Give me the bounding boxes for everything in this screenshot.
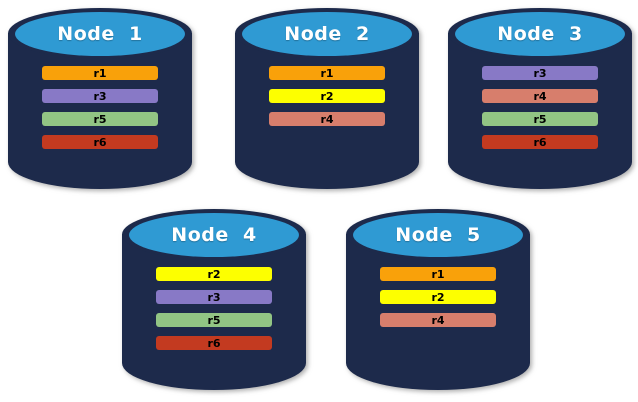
cylinder-body: [8, 33, 192, 189]
replica-label: r1: [93, 66, 107, 80]
replica-bar: r1: [42, 66, 158, 80]
replica-list: r3 r4 r5 r6: [448, 66, 632, 149]
replica-bar: r5: [156, 313, 272, 327]
replica-label: r6: [207, 336, 221, 350]
replica-label: r2: [320, 89, 334, 103]
db-node: Node 2 r1 r2 r4: [235, 8, 419, 189]
replica-label: r6: [533, 135, 547, 149]
cylinder-body: [448, 33, 632, 189]
db-node: Node 5 r1 r2 r4: [346, 209, 530, 390]
replica-label: r3: [207, 290, 221, 304]
replica-bar: r1: [269, 66, 385, 80]
replica-bar: r2: [156, 267, 272, 281]
replica-bar: r5: [42, 112, 158, 126]
replica-label: r1: [431, 267, 445, 281]
cylinder-top: Node 5: [353, 213, 523, 257]
replica-bar: r1: [380, 267, 496, 281]
cylinder-body: [235, 33, 419, 189]
db-node: Node 3 r3 r4 r5 r6: [448, 8, 632, 189]
replica-bar: r6: [156, 336, 272, 350]
cylinder-top: Node 4: [129, 213, 299, 257]
replica-bar: r3: [482, 66, 598, 80]
replica-label: r5: [533, 112, 547, 126]
replica-bar: r6: [482, 135, 598, 149]
replica-list: r1 r3 r5 r6: [8, 66, 192, 149]
node-label: Node 2: [284, 23, 370, 45]
db-node: Node 1 r1 r3 r5 r6: [8, 8, 192, 189]
replica-label: r5: [93, 112, 107, 126]
db-node: Node 4 r2 r3 r5 r6: [122, 209, 306, 390]
replica-list: r2 r3 r5 r6: [122, 267, 306, 350]
node-label: Node 5: [395, 224, 481, 246]
node-label: Node 1: [57, 23, 143, 45]
replica-label: r2: [207, 267, 221, 281]
replica-label: r1: [320, 66, 334, 80]
replica-label: r6: [93, 135, 107, 149]
cylinder-body: [122, 234, 306, 390]
replica-bar: r5: [482, 112, 598, 126]
replica-list: r1 r2 r4: [235, 66, 419, 126]
replica-label: r4: [533, 89, 547, 103]
replica-bar: r4: [380, 313, 496, 327]
replica-label: r3: [93, 89, 107, 103]
cylinder-top: Node 1: [15, 12, 185, 56]
replica-bar: r3: [42, 89, 158, 103]
cylinder-top: Node 2: [242, 12, 412, 56]
cylinder-body: [346, 234, 530, 390]
replica-label: r2: [431, 290, 445, 304]
replica-bar: r2: [269, 89, 385, 103]
node-label: Node 3: [497, 23, 583, 45]
replica-bar: r4: [482, 89, 598, 103]
replica-list: r1 r2 r4: [346, 267, 530, 327]
replica-bar: r2: [380, 290, 496, 304]
replica-bar: r6: [42, 135, 158, 149]
replica-bar: r3: [156, 290, 272, 304]
cylinder-top: Node 3: [455, 12, 625, 56]
replica-label: r3: [533, 66, 547, 80]
replica-label: r4: [320, 112, 334, 126]
replica-label: r4: [431, 313, 445, 327]
node-label: Node 4: [171, 224, 257, 246]
replica-label: r5: [207, 313, 221, 327]
replica-bar: r4: [269, 112, 385, 126]
